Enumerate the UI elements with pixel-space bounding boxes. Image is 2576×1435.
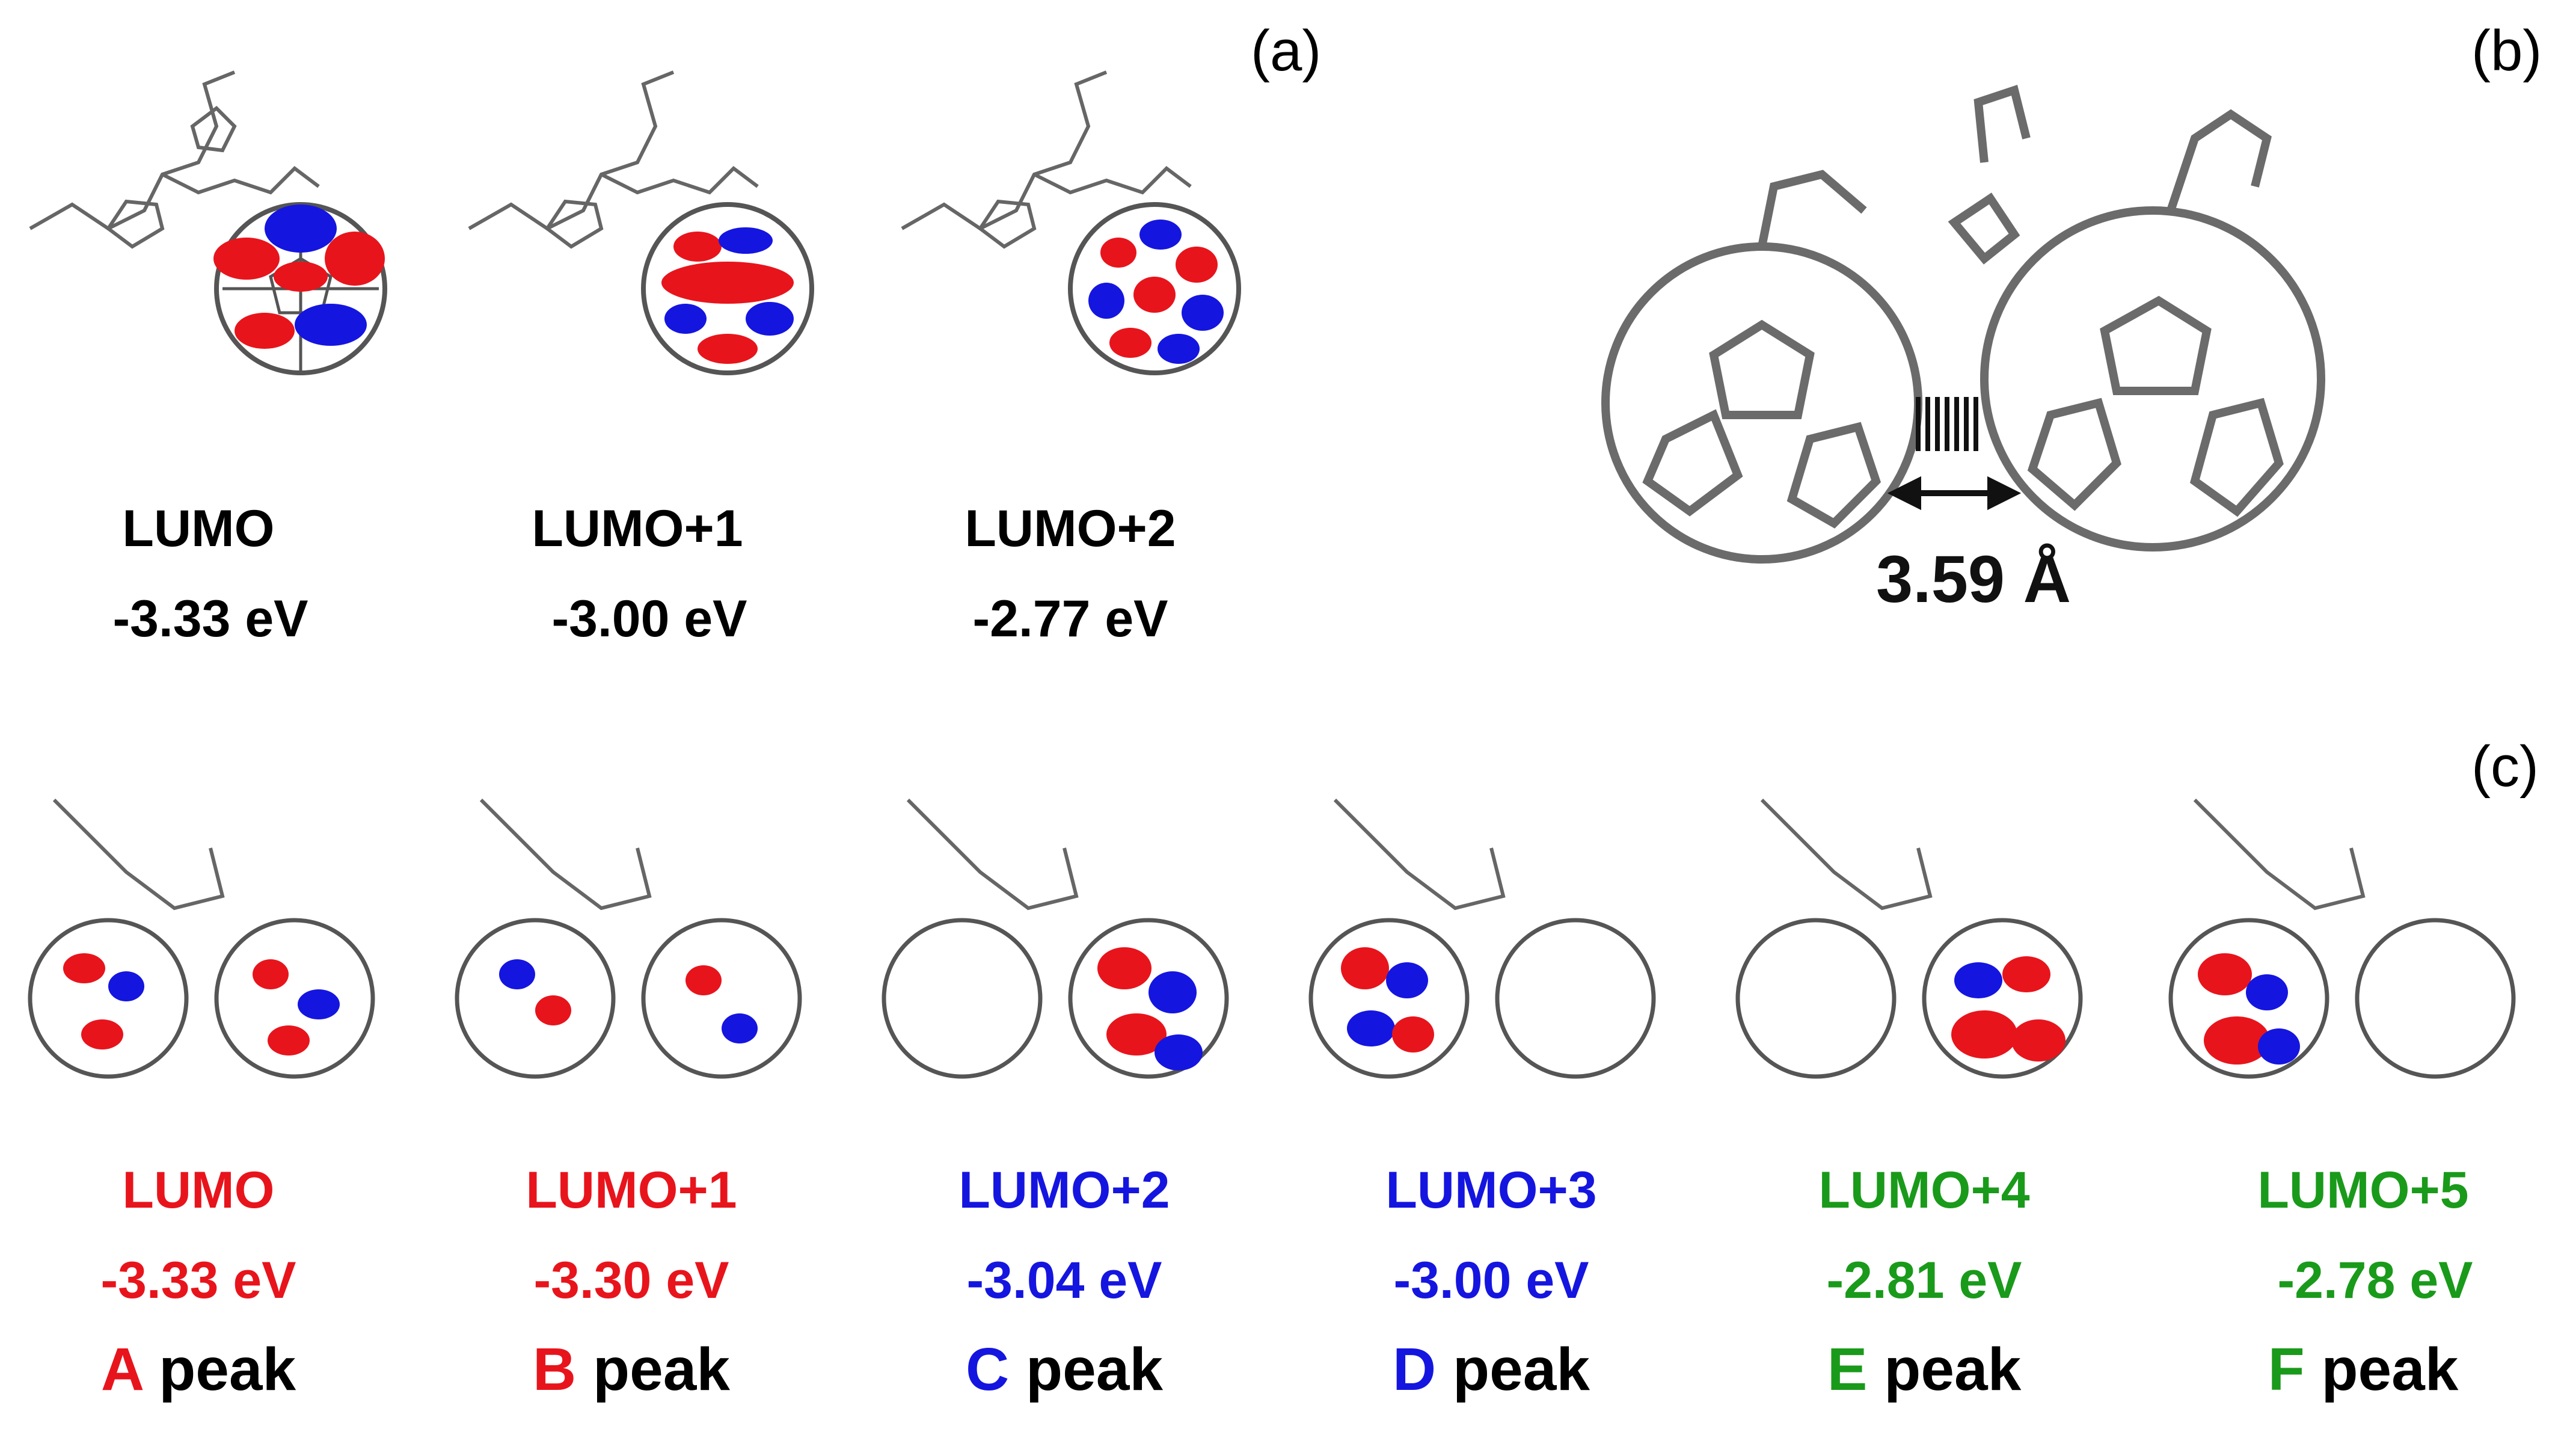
panel-c-molecule-1 bbox=[18, 776, 391, 1113]
peak-word: peak bbox=[1026, 1336, 1163, 1403]
panel-a-label-3: LUMO+2 bbox=[964, 500, 1176, 558]
peak-letter: B bbox=[533, 1336, 577, 1403]
dimer-distance-label: 3.59 Å bbox=[1876, 542, 2072, 616]
panel-a-energy-3: -2.77 eV bbox=[972, 590, 1168, 648]
peak-word: peak bbox=[593, 1336, 730, 1403]
panel-c-energy-3: -3.04 eV bbox=[966, 1252, 1162, 1309]
panel-c-molecule-4 bbox=[1299, 776, 1672, 1113]
panel-c-energy-2: -3.30 eV bbox=[533, 1252, 729, 1309]
peak-letter: F bbox=[2268, 1336, 2305, 1403]
orbital-a1-image bbox=[29, 70, 387, 375]
panel-c-energy-5: -2.81 eV bbox=[1826, 1252, 2022, 1309]
orbital-c1-image bbox=[28, 798, 375, 1079]
orbital-c3-image bbox=[882, 798, 1229, 1079]
orbital-c5-image bbox=[1735, 798, 2083, 1079]
panel-a-label-2: LUMO+1 bbox=[532, 500, 743, 558]
panel-c-energy-4: -3.00 eV bbox=[1393, 1252, 1589, 1309]
panel-a-molecule-3 bbox=[890, 48, 1275, 385]
orbital-c4-image bbox=[1308, 798, 1656, 1079]
panel-c-peak-3: C peak bbox=[884, 1335, 1245, 1404]
panel-c-energy-1: -3.33 eV bbox=[100, 1252, 296, 1309]
orbital-a3-image bbox=[901, 70, 1241, 375]
panel-c-molecule-6 bbox=[2159, 776, 2532, 1113]
panel-a-tag: (a) bbox=[1251, 19, 1322, 83]
panel-c-label-6: LUMO+5 bbox=[2257, 1161, 2469, 1219]
peak-letter: D bbox=[1393, 1336, 1437, 1403]
orbital-c2-image bbox=[455, 798, 802, 1079]
panel-c-peak-1: A peak bbox=[18, 1335, 379, 1404]
orbital-a2-image bbox=[468, 70, 814, 375]
orbital-c6-image bbox=[2168, 798, 2516, 1079]
panel-a-label-1: LUMO bbox=[122, 500, 275, 558]
panel-c-label-1: LUMO bbox=[122, 1161, 275, 1219]
fullerene-dimer-image bbox=[1601, 84, 2325, 564]
panel-b-tag: (b) bbox=[2471, 19, 2542, 83]
panel-b-dimer bbox=[1593, 66, 2345, 607]
panel-a-energy-1: -3.33 eV bbox=[112, 590, 308, 648]
panel-a-energy-2: -3.00 eV bbox=[551, 590, 747, 648]
panel-c-molecule-3 bbox=[872, 776, 1245, 1113]
panel-c-molecule-5 bbox=[1726, 776, 2099, 1113]
panel-c-label-4: LUMO+3 bbox=[1385, 1161, 1597, 1219]
peak-word: peak bbox=[159, 1336, 296, 1403]
panel-a-molecule-2 bbox=[457, 48, 842, 385]
peak-letter: E bbox=[1827, 1336, 1868, 1403]
peak-word: peak bbox=[1453, 1336, 1590, 1403]
panel-c-label-2: LUMO+1 bbox=[526, 1161, 737, 1219]
panel-c-molecule-2 bbox=[445, 776, 818, 1113]
panel-a-molecule-1 bbox=[18, 48, 403, 385]
panel-c-peak-6: F peak bbox=[2183, 1335, 2544, 1404]
panel-c-label-3: LUMO+2 bbox=[958, 1161, 1170, 1219]
panel-c-peak-4: D peak bbox=[1311, 1335, 1672, 1404]
panel-c-tag: (c) bbox=[2471, 734, 2539, 799]
peak-letter: C bbox=[966, 1336, 1010, 1403]
peak-letter: A bbox=[100, 1336, 143, 1403]
panel-c-peak-5: E peak bbox=[1744, 1335, 2105, 1404]
peak-word: peak bbox=[1884, 1336, 2022, 1403]
peak-word: peak bbox=[2321, 1336, 2459, 1403]
panel-c-label-5: LUMO+4 bbox=[1818, 1161, 2030, 1219]
panel-c-energy-6: -2.78 eV bbox=[2277, 1252, 2473, 1309]
panel-c-peak-2: B peak bbox=[451, 1335, 812, 1404]
